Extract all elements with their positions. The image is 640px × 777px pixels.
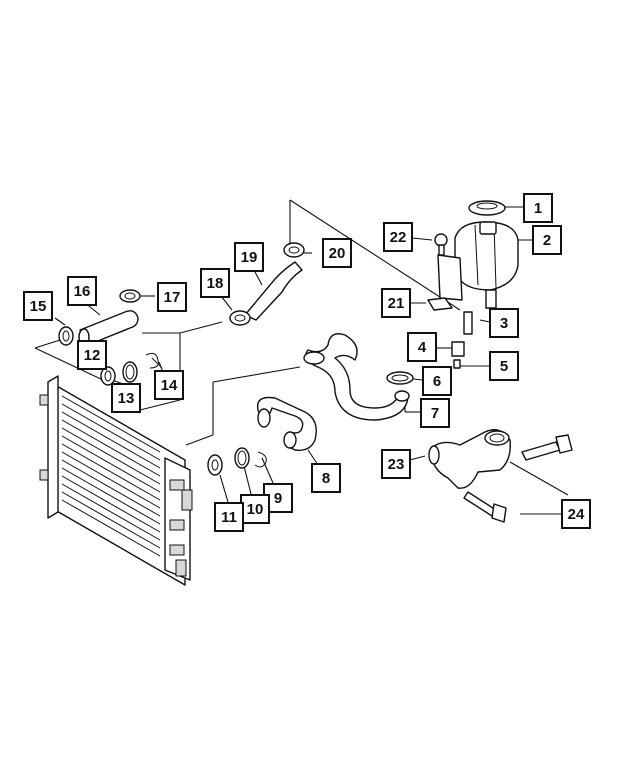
clips-drawing	[207, 447, 267, 476]
callout-7-label: 7	[430, 404, 440, 422]
fittings-drawing	[58, 326, 163, 386]
callout-16: 16	[67, 276, 97, 306]
callout-4-label: 4	[417, 338, 427, 356]
callout-20-label: 20	[328, 244, 346, 262]
hose-16-drawing	[78, 289, 141, 346]
callout-23-label: 23	[387, 455, 405, 473]
callout-18-label: 18	[206, 274, 224, 292]
callout-5-label: 5	[499, 357, 509, 375]
callout-23: 23	[381, 449, 411, 479]
callout-24: 24	[561, 499, 591, 529]
callout-17-label: 17	[163, 288, 181, 306]
callout-13: 13	[111, 383, 141, 413]
housing-drawing	[428, 429, 573, 523]
callout-5: 5	[489, 351, 519, 381]
callout-24-label: 24	[567, 505, 585, 523]
callout-3-label: 3	[499, 314, 509, 332]
callout-22-label: 22	[389, 228, 407, 246]
callout-14-label: 14	[160, 376, 178, 394]
callout-10-label: 10	[246, 500, 264, 518]
callout-12: 12	[77, 340, 107, 370]
callout-11-label: 11	[221, 508, 237, 526]
callout-21: 21	[381, 288, 411, 318]
callout-18: 18	[200, 268, 230, 298]
callout-15: 15	[23, 291, 53, 321]
callout-22: 22	[383, 222, 413, 252]
coolant-tank-drawing	[427, 200, 519, 311]
callout-1: 1	[523, 193, 553, 223]
callout-1-label: 1	[533, 199, 543, 217]
lower-hose-drawing	[256, 396, 317, 451]
callout-12-label: 12	[83, 346, 101, 364]
callout-15-label: 15	[29, 297, 47, 315]
callout-21-label: 21	[387, 294, 405, 312]
callout-19: 19	[234, 242, 264, 272]
callout-2: 2	[532, 225, 562, 255]
hose-19-drawing	[229, 242, 305, 326]
sensor-drawing	[451, 311, 473, 369]
callout-13-label: 13	[117, 389, 135, 407]
callout-4: 4	[407, 332, 437, 362]
callout-6-label: 6	[432, 372, 442, 390]
callout-8-label: 8	[321, 469, 331, 487]
callout-20: 20	[322, 238, 352, 268]
radiator-drawing	[39, 375, 193, 586]
callout-3: 3	[489, 308, 519, 338]
callout-11: 11	[214, 502, 244, 532]
upper-hose-drawing	[303, 333, 414, 421]
callout-16-label: 16	[73, 282, 91, 300]
callout-2-label: 2	[542, 231, 552, 249]
callout-8: 8	[311, 463, 341, 493]
callout-10: 10	[240, 494, 270, 524]
callout-6: 6	[422, 366, 452, 396]
callout-7: 7	[420, 398, 450, 428]
callout-17: 17	[157, 282, 187, 312]
callout-14: 14	[154, 370, 184, 400]
callout-19-label: 19	[240, 248, 258, 266]
callout-9-label: 9	[273, 489, 283, 507]
